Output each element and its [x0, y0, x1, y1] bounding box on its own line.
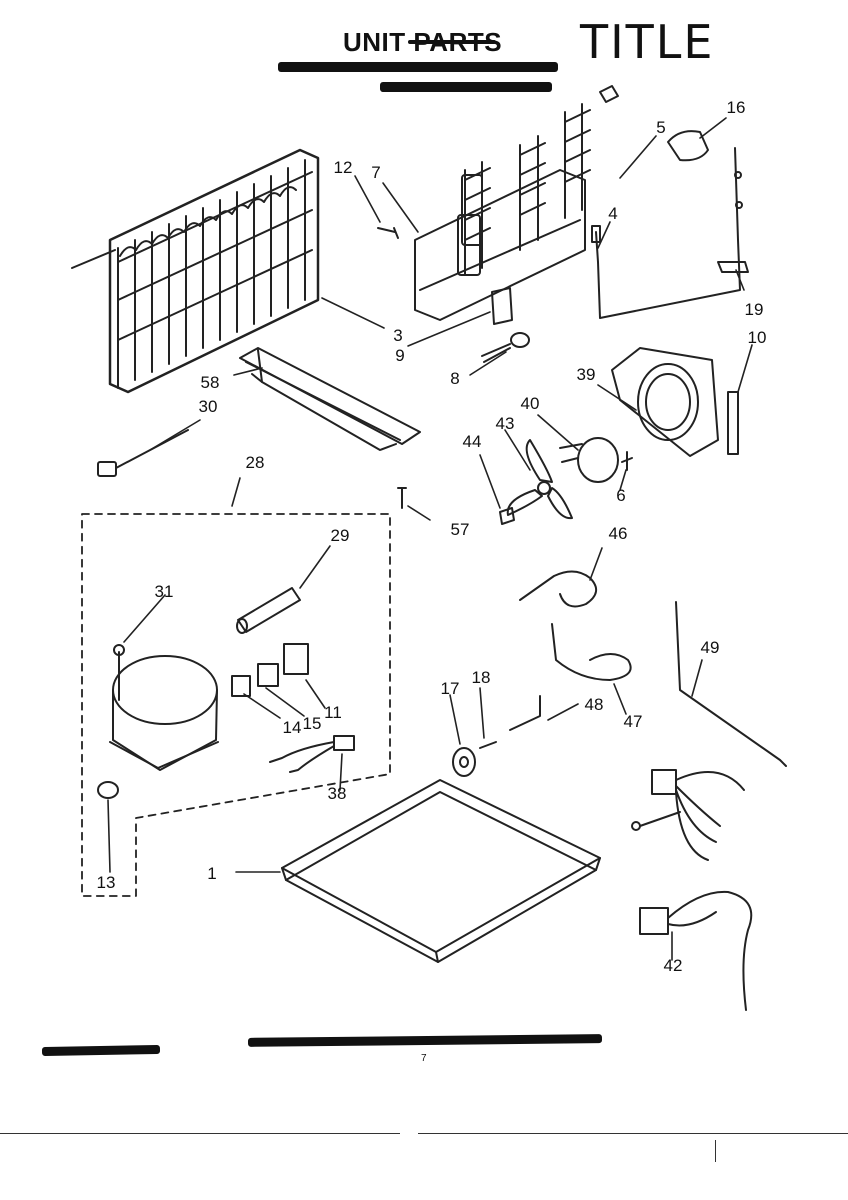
blade-clip: [499, 507, 515, 525]
compressor-group-outline: [81, 513, 391, 897]
callout-14: 13: [96, 873, 116, 892]
power-cord: [97, 429, 189, 477]
callout-29: 29: [330, 526, 350, 545]
fan-blade: [506, 439, 573, 520]
callout-11: 12: [333, 158, 353, 177]
callout-49: 49: [700, 638, 720, 657]
axle: [479, 741, 497, 749]
screw: [377, 227, 399, 239]
callout-39: 39: [576, 365, 596, 384]
callout-19: 19: [744, 300, 764, 319]
callout-5: 5: [656, 118, 666, 137]
tube-48: [509, 695, 541, 731]
compressor-harness: [269, 735, 355, 773]
start-relay: [283, 643, 309, 675]
callout-28: 28: [245, 453, 265, 472]
footer-rule-right: [418, 1133, 848, 1134]
screw-57: [397, 487, 407, 509]
callout-7: 7: [371, 163, 381, 182]
evaporator-assembly: [414, 85, 619, 321]
condenser-coil: [71, 148, 320, 394]
base-pan: [281, 779, 601, 963]
callout-18: 18: [471, 668, 491, 687]
compressor: [109, 644, 219, 771]
gasket-strip: [727, 391, 739, 455]
callout-10: 10: [747, 328, 767, 347]
overload: [231, 675, 251, 697]
redaction-bar-1: [278, 62, 558, 72]
callout-12: 11: [324, 703, 342, 722]
redaction-bar-2: [380, 82, 552, 92]
callout-30: 30: [198, 397, 218, 416]
callout-13: 14: [282, 718, 302, 737]
handwritten-title: TITLE: [580, 15, 715, 69]
cover-part: [667, 130, 709, 162]
callout-6: 6: [616, 486, 626, 505]
callout-38: 38: [327, 784, 347, 803]
callout-15: 15: [302, 714, 322, 733]
callout-57: 57: [450, 520, 470, 539]
callout-3: 3: [393, 326, 403, 345]
grommet: [97, 781, 119, 799]
callout-47: 47: [623, 712, 643, 731]
callout-1: 1: [207, 864, 217, 883]
thermistor: [481, 332, 530, 363]
tube-47: [551, 623, 632, 681]
drain-pan: [239, 347, 421, 451]
callout-58: 58: [200, 373, 220, 392]
relay: [257, 663, 279, 687]
callout-9: 9: [395, 346, 405, 365]
title-strikethrough: [408, 40, 496, 44]
page-number: 7: [421, 1053, 427, 1064]
callout-44: 44: [462, 432, 482, 451]
filter-drier: [236, 587, 301, 634]
wheel: [452, 747, 476, 777]
tube-46: [519, 570, 597, 608]
callout-48: 48: [584, 695, 604, 714]
clip: [717, 261, 749, 273]
wire-harness: [631, 769, 753, 1011]
footer-rule: [0, 1133, 400, 1134]
callout-16: 16: [726, 98, 746, 117]
callout-40: 40: [520, 394, 540, 413]
callout-43: 43: [495, 414, 515, 433]
callout-17: 17: [440, 679, 460, 698]
bracket: [491, 287, 513, 325]
tube-49: [675, 601, 787, 767]
fan-motor: [559, 437, 619, 483]
callout-42: 42: [663, 956, 683, 975]
callout-31: 31: [154, 582, 174, 601]
footer-tick: [715, 1140, 716, 1162]
callout-46: 46: [608, 524, 628, 543]
heater-wire: [591, 147, 743, 319]
callout-8: 8: [450, 369, 460, 388]
screw-6: [621, 451, 633, 471]
fan-shroud: [611, 347, 719, 457]
callout-4: 4: [608, 204, 618, 223]
